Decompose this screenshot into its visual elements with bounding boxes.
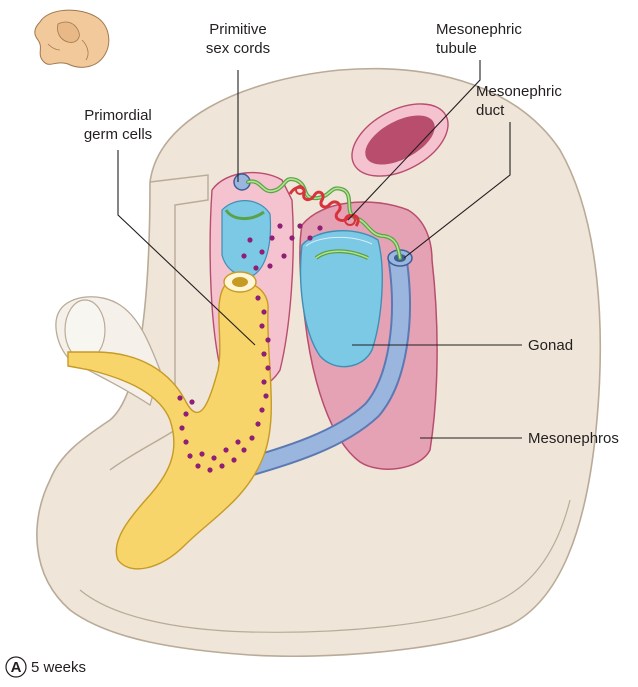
label-mesonephric-duct-line2: duct [476,102,505,119]
panel-caption-text: 5 weeks [31,659,86,676]
panel-letter: A [11,659,22,676]
label-mesonephric-tubule: Mesonephric tubule [436,21,522,57]
label-primitive-sex-cords-line1: Primitive [209,21,267,38]
label-primordial-germ-cells-line2: germ cells [84,126,152,143]
embryo-thumbnail-icon [35,10,109,67]
label-mesonephric-tubule-line1: Mesonephric [436,21,522,38]
label-gonad: Gonad [528,337,573,354]
label-primordial-germ-cells-line1: Primordial [84,107,152,124]
label-mesonephros: Mesonephros [528,430,619,447]
label-mesonephric-duct-line1: Mesonephric [476,83,562,100]
label-primitive-sex-cords: Primitive sex cords [206,21,270,57]
label-mesonephric-tubule-line2: tubule [436,40,477,57]
label-primitive-sex-cords-line2: sex cords [206,40,270,57]
label-primordial-germ-cells: Primordial germ cells [84,107,152,143]
panel-caption: A 5 weeks [6,657,86,677]
